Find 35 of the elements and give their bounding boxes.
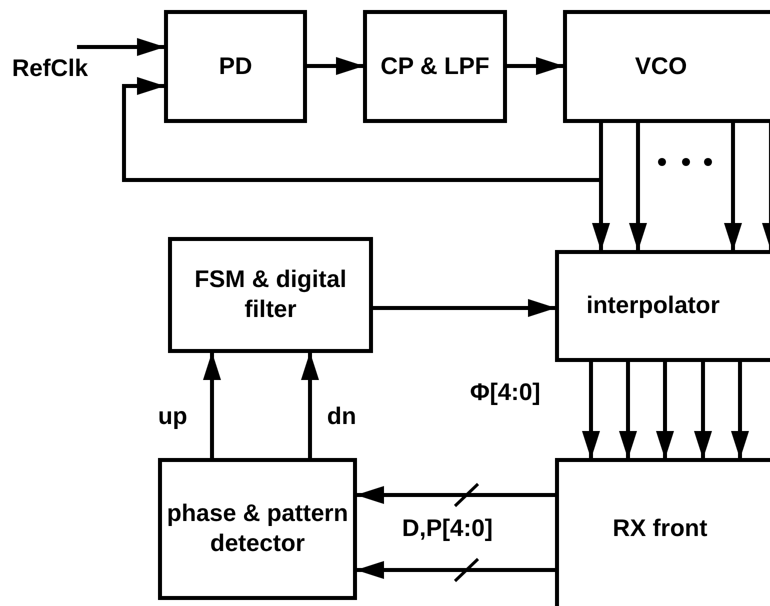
arrow — [619, 362, 637, 459]
block-label: phase & pattern detector — [166, 499, 350, 559]
bus-label: D,P[4:0] — [402, 514, 493, 544]
block-box — [164, 10, 307, 123]
block-box — [158, 458, 357, 600]
arrow — [656, 362, 674, 459]
arrow — [731, 362, 749, 459]
edge-label: dn — [327, 402, 356, 432]
block-label: RX front — [612, 514, 708, 544]
arrow — [373, 299, 556, 317]
block-box — [555, 250, 770, 362]
arrow — [694, 362, 712, 459]
arrow — [582, 362, 600, 459]
edge-label: up — [158, 402, 188, 432]
arrow — [356, 561, 555, 579]
block-label: CP & LPF — [380, 52, 490, 82]
arrow — [203, 352, 221, 458]
bus-label: Φ[4:0] — [470, 378, 540, 408]
arrow — [301, 352, 319, 458]
block-box — [555, 458, 770, 606]
block-label: FSM & digital filter — [194, 265, 348, 325]
block-label: PD — [218, 52, 254, 82]
block-label: VCO — [634, 52, 688, 82]
arrow — [724, 123, 742, 251]
signal-label: RefClk — [11, 54, 90, 84]
arrow — [507, 57, 564, 75]
block-box — [563, 10, 770, 123]
block-label: interpolator — [585, 291, 721, 321]
arrow — [629, 123, 647, 251]
block-box — [168, 237, 373, 353]
arrow — [307, 57, 364, 75]
arrow — [762, 123, 770, 251]
arrow — [77, 38, 165, 56]
arrow — [356, 486, 555, 504]
block-box — [363, 10, 507, 123]
